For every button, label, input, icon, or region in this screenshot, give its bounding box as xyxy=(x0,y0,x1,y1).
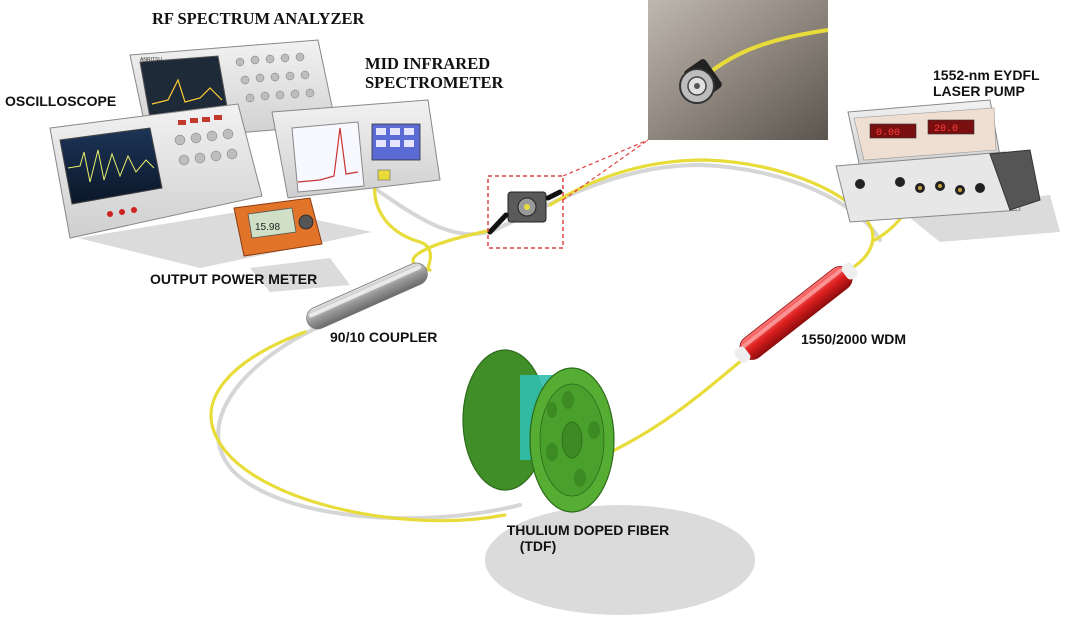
ground-shadows xyxy=(78,195,1060,615)
inset-leader-bottom xyxy=(562,139,649,201)
wdm-1550-2000 xyxy=(734,262,858,364)
pump-display-left: 0.00 xyxy=(876,128,900,139)
fiber-loop xyxy=(209,158,918,523)
output-power-meter-label: OUTPUT POWER METER xyxy=(150,271,318,287)
coupler-label: 90/10 COUPLER xyxy=(330,329,438,345)
oscilloscope xyxy=(49,103,263,239)
mid-infrared-spectrometer xyxy=(271,99,441,199)
tdf-label-line2: (TDF) xyxy=(519,538,557,555)
coupler-90-10 xyxy=(306,262,428,330)
laser-pump-label: 1552-nm EYDFL LASER PUMP xyxy=(933,67,1040,99)
laser-pump-label-line1: 1552-nm EYDFL xyxy=(933,67,1040,83)
tdf-spool xyxy=(462,349,615,513)
mid-infrared-label-line2: SPECTROMETER xyxy=(365,72,504,92)
fiber-shadow xyxy=(216,162,882,521)
connector-photo-inset xyxy=(648,0,829,140)
inset-frame xyxy=(487,175,564,249)
rf-spectrum-analyzer-label: RF SPECTRUM ANALYZER xyxy=(152,9,365,28)
inset-leader-top xyxy=(562,139,649,177)
oscilloscope-label: OSCILLOSCOPE xyxy=(5,93,117,109)
output-power-meter: 15.98 xyxy=(233,197,323,257)
pump-display-right: 20.0 xyxy=(934,124,958,135)
rf-brand-text: ANRITSU xyxy=(140,57,162,63)
tdf-label: THULIUM DOPED FIBER (TDF) xyxy=(488,522,688,554)
wdm-label: 1550/2000 WDM xyxy=(801,331,907,347)
mid-infrared-label-line1: MID INFRARED xyxy=(365,54,491,73)
laser-pump-label-line2: LASER PUMP xyxy=(933,83,1025,100)
power-meter-reading: 15.98 xyxy=(255,222,280,233)
laser-pump: 0.00 20.0 xyxy=(835,99,1041,223)
fiber-connector xyxy=(487,189,563,235)
tdf-label-line1: THULIUM DOPED FIBER xyxy=(506,522,670,538)
mid-infrared-spectrometer-label: MID INFRARED SPECTROMETER xyxy=(365,54,504,93)
